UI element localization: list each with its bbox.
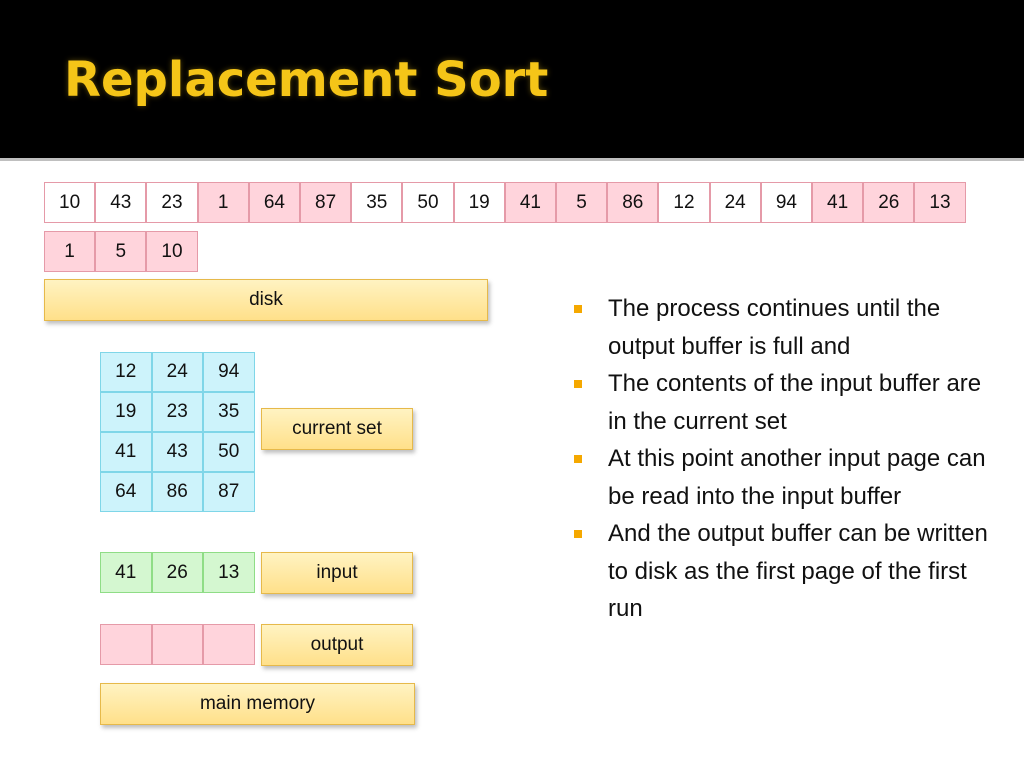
bullet-item: The process continues until the output b…	[574, 290, 1004, 365]
output-buffer-cell	[151, 624, 203, 665]
disk-cell: 23	[146, 182, 198, 223]
bullet-item: The contents of the input buffer are in …	[574, 365, 1004, 440]
disk-cell: 13	[914, 182, 966, 223]
disk-cell: 64	[248, 182, 300, 223]
current-set-cell: 35	[203, 392, 255, 432]
disk-cell: 24	[709, 182, 761, 223]
disk-cell: 41	[504, 182, 556, 223]
input-buffer-cell: 26	[151, 552, 203, 593]
disk-label: disk	[44, 279, 488, 321]
main-memory-label: main memory	[100, 683, 415, 725]
disk-cell: 10	[44, 182, 96, 223]
bullet-item: At this point another input page can be …	[574, 440, 1004, 515]
current-set-cell: 87	[203, 472, 255, 512]
output-buffer-cell	[100, 624, 152, 665]
bullet-square-icon	[574, 455, 582, 463]
bullet-square-icon	[574, 530, 582, 538]
disk-output-cell: 5	[95, 231, 147, 272]
current-set-cell: 12	[100, 352, 152, 392]
current-set-cell: 24	[151, 352, 203, 392]
bullet-text: The contents of the input buffer are in …	[608, 370, 982, 435]
disk-cell: 43	[95, 182, 147, 223]
current-set-cell: 64	[100, 472, 152, 512]
current-set-cell: 19	[100, 392, 152, 432]
current-set-cell: 50	[203, 432, 255, 472]
bullet-text: The process continues until the output b…	[608, 295, 941, 360]
input-buffer-cell: 13	[203, 552, 255, 593]
bullet-square-icon	[574, 380, 582, 388]
bullet-item: And the output buffer can be written to …	[574, 515, 1004, 628]
disk-cell: 35	[351, 182, 403, 223]
bullet-text: And the output buffer can be written to …	[608, 520, 988, 622]
slide-title: Replacement Sort	[64, 52, 549, 108]
bullet-text: At this point another input page can be …	[608, 445, 986, 510]
bullet-list: The process continues until the output b…	[574, 290, 1004, 628]
bullet-square-icon	[574, 305, 582, 313]
disk-cell: 26	[863, 182, 915, 223]
current-set-label: current set	[261, 408, 413, 450]
disk-cell: 5	[556, 182, 608, 223]
current-set-cell: 23	[151, 392, 203, 432]
disk-output-cell: 10	[146, 231, 198, 272]
disk-cell: 12	[658, 182, 710, 223]
input-buffer-cell: 41	[100, 552, 152, 593]
current-set-cell: 43	[151, 432, 203, 472]
output-buffer-cell	[203, 624, 255, 665]
disk-cell: 86	[607, 182, 659, 223]
current-set-cell: 94	[203, 352, 255, 392]
slide-header	[0, 0, 1024, 158]
disk-cell: 50	[402, 182, 454, 223]
disk-cell: 41	[812, 182, 864, 223]
header-divider	[0, 158, 1024, 161]
disk-cell: 19	[453, 182, 505, 223]
output-label: output	[261, 624, 413, 666]
disk-cell: 1	[197, 182, 249, 223]
input-label: input	[261, 552, 413, 594]
disk-cell: 94	[760, 182, 812, 223]
disk-cell: 87	[300, 182, 352, 223]
current-set-cell: 41	[100, 432, 152, 472]
current-set-cell: 86	[151, 472, 203, 512]
disk-output-cell: 1	[44, 231, 96, 272]
